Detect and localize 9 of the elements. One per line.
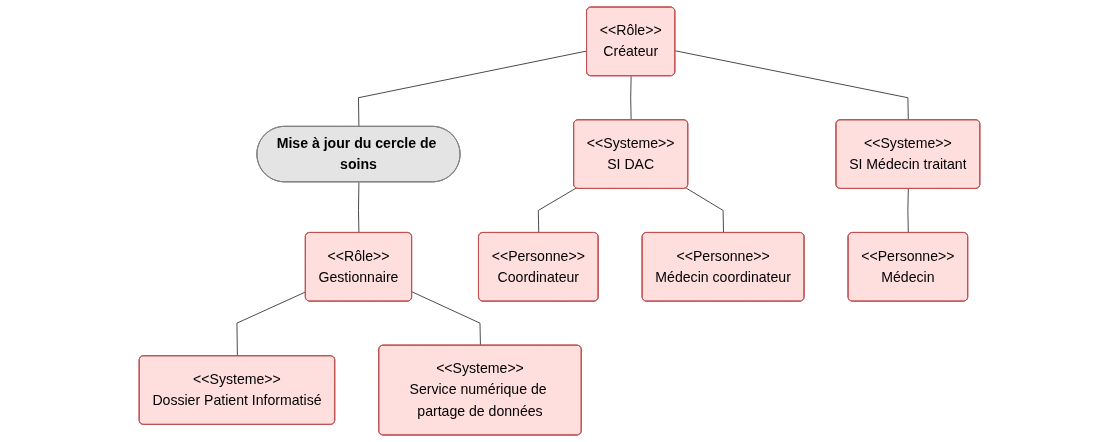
connector bbox=[358, 181, 360, 234]
connector bbox=[537, 187, 577, 234]
connector bbox=[674, 50, 909, 121]
connector bbox=[358, 50, 588, 128]
connector bbox=[907, 188, 909, 234]
connector bbox=[411, 291, 481, 347]
connector bbox=[630, 75, 632, 121]
connector bbox=[685, 187, 724, 234]
connector bbox=[236, 291, 307, 357]
